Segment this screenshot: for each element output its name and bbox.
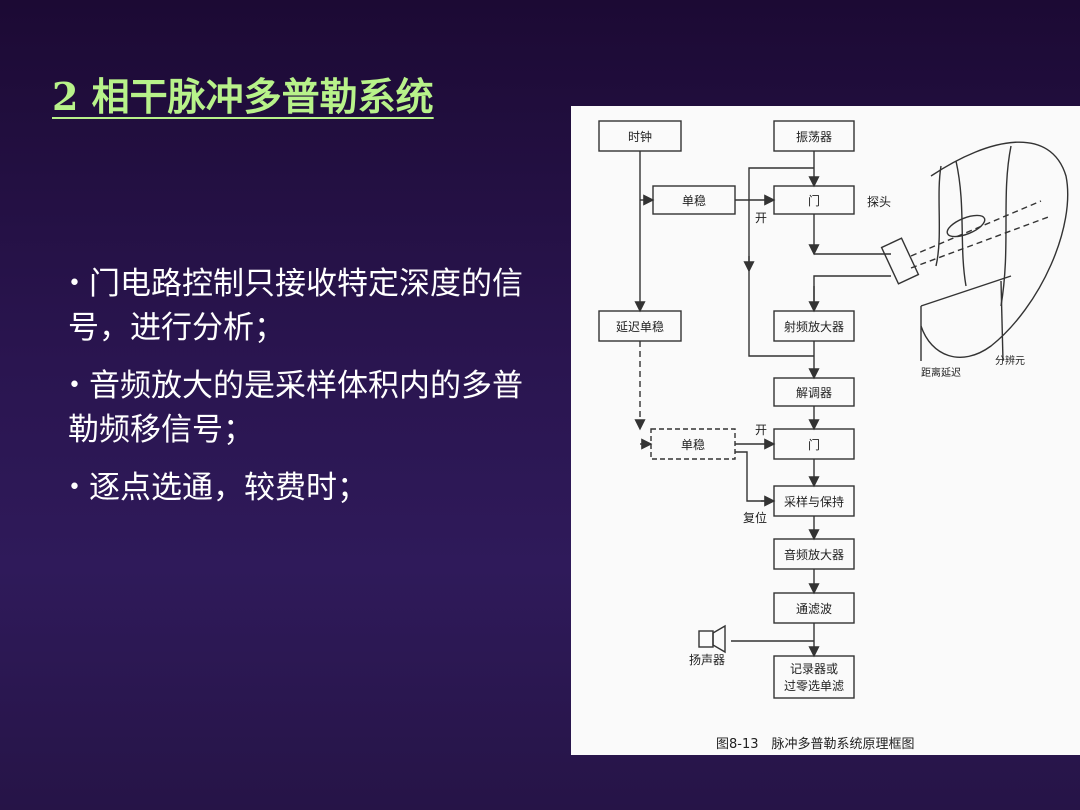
bullet-text: 逐点选通，较费时； [88, 470, 368, 506]
label-demodulator: 解调器 [796, 386, 832, 400]
label-open2: 开 [755, 423, 767, 437]
sample-volume-icon [946, 214, 986, 238]
bullet-list: •门电路控制只接收特定深度的信号，进行分析； •音频放大的是采样体积内的多普勒频… [68, 262, 528, 524]
block-diagram: 时钟 振荡器 单稳 门 延迟单稳 射频放大器 解调器 单稳 门 采样与保持 音频… [598, 120, 1069, 752]
figure-caption: 图8-13 脉冲多普勒系统原理框图 [716, 736, 915, 752]
label-resolution: 分辨元 [995, 354, 1025, 367]
bullet-item: •门电路控制只接收特定深度的信号，进行分析； [68, 262, 528, 350]
speaker-icon [698, 630, 714, 648]
tissue-outline-icon [920, 141, 1069, 358]
label-speaker: 扬声器 [689, 652, 725, 667]
slide-title: 2 相干脉冲多普勒系统 [52, 74, 434, 119]
label-clock: 时钟 [628, 129, 652, 144]
probe-icon [880, 237, 920, 285]
label-rf-amplifier: 射频放大器 [784, 319, 844, 334]
label-probe: 探头 [867, 195, 891, 209]
bullet-dot-icon: • [68, 373, 81, 398]
label-oscillator: 振荡器 [796, 130, 832, 144]
bullet-dot-icon: • [68, 271, 81, 296]
label-monostable2: 单稳 [681, 437, 705, 452]
label-sample-hold: 采样与保持 [784, 494, 844, 509]
speaker-cone-icon [712, 624, 726, 654]
bullet-item: • 逐点选通，较费时； [68, 466, 528, 510]
block-diagram-figure: 时钟 振荡器 单稳 门 延迟单稳 射频放大器 解调器 单稳 门 采样与保持 音频… [571, 106, 1080, 755]
label-delay-monostable: 延迟单稳 [616, 319, 664, 334]
label-monostable1: 单稳 [682, 193, 706, 208]
bullet-dot-icon: • [68, 475, 81, 500]
label-filter: 通滤波 [796, 602, 832, 616]
label-distance: 距离延迟 [921, 366, 961, 379]
label-reset: 复位 [743, 510, 767, 525]
label-recorder-line2: 过零选单滤 [784, 679, 844, 693]
bullet-item: •音频放大的是采样体积内的多普勒频移信号； [68, 364, 528, 452]
label-gate2: 门 [808, 437, 820, 452]
label-gate1: 门 [808, 193, 820, 208]
bullet-text: 音频放大的是采样体积内的多普勒频移信号； [68, 368, 523, 448]
label-audio-amplifier: 音频放大器 [784, 547, 844, 562]
label-open1: 开 [755, 211, 767, 225]
bullet-text: 门电路控制只接收特定深度的信号，进行分析； [68, 266, 523, 346]
label-recorder-line1: 记录器或 [790, 662, 838, 676]
